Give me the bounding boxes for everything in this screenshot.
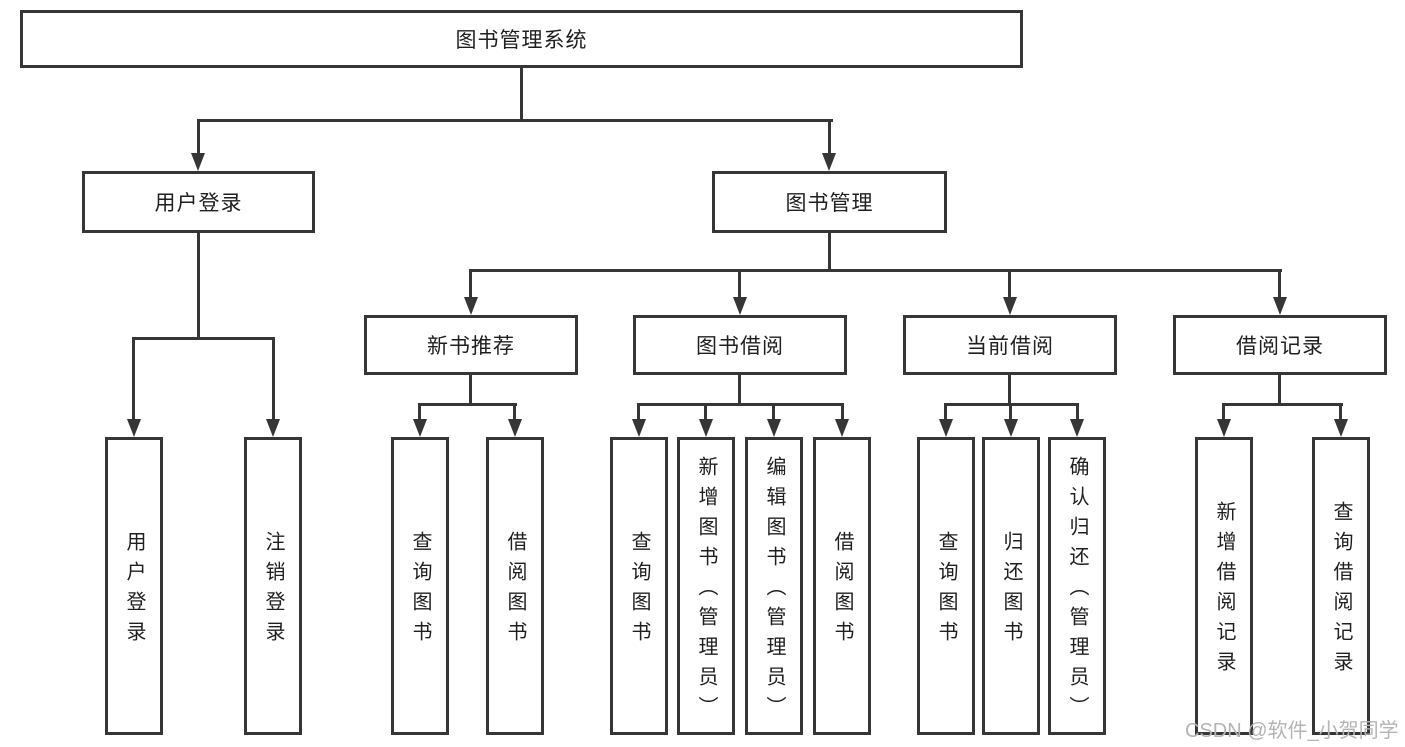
node-leaf-logout: 注销登录 [244, 437, 302, 735]
connector-hline [637, 403, 844, 406]
arrowhead-down-icon [835, 419, 849, 437]
arrowhead-down-icon [464, 297, 478, 315]
node-leaf-query-books-3-label: 查询图书 [935, 531, 957, 651]
arrowhead-down-icon [413, 419, 427, 437]
connector-vline [1278, 375, 1281, 406]
connector-hline [418, 403, 517, 406]
node-new-book-recommend: 新书推荐 [364, 315, 578, 375]
arrowhead-down-icon [1070, 419, 1084, 437]
connector-vline [469, 271, 472, 299]
connector-vline [1339, 405, 1342, 421]
node-leaf-query-borrow-record: 查询借阅记录 [1312, 437, 1370, 735]
connector-vline [520, 67, 523, 121]
arrowhead-down-icon [191, 153, 205, 171]
node-leaf-return-books: 归还图书 [982, 437, 1040, 735]
node-leaf-edit-books-admin: 编辑图书（管理员） [745, 437, 803, 735]
node-leaf-user-login-label: 用户登录 [123, 531, 145, 651]
node-leaf-user-login: 用户登录 [105, 437, 163, 735]
node-user-login: 用户登录 [82, 171, 315, 233]
node-user-login-label: 用户登录 [154, 192, 243, 215]
connector-vline [704, 405, 707, 421]
node-current-borrow-label: 当前借阅 [966, 335, 1054, 358]
connector-vline [132, 339, 135, 421]
node-leaf-confirm-return-admin-label: 确认归还（管理员） [1066, 456, 1088, 726]
arrowhead-down-icon [632, 419, 646, 437]
node-book-borrow: 图书借阅 [633, 315, 847, 375]
node-leaf-query-books-3: 查询图书 [917, 437, 975, 735]
node-leaf-add-books-admin-label: 新增图书（管理员） [695, 456, 717, 726]
node-book-management: 图书管理 [712, 171, 947, 233]
connector-vline [272, 339, 275, 421]
connector-vline [469, 375, 472, 406]
connector-vline [1008, 375, 1011, 406]
arrowhead-down-icon [767, 419, 781, 437]
node-leaf-add-borrow-record: 新增借阅记录 [1195, 437, 1253, 735]
connector-hline [1222, 403, 1343, 406]
connector-vline [1009, 405, 1012, 421]
arrowhead-down-icon [1273, 297, 1287, 315]
watermark: CSDN @软件_小贺同学 [1185, 720, 1399, 742]
node-leaf-add-books-admin: 新增图书（管理员） [677, 437, 735, 735]
node-book-borrow-label: 图书借阅 [696, 335, 784, 358]
node-new-book-recommend-label: 新书推荐 [427, 335, 515, 358]
connector-hline [197, 119, 833, 122]
node-leaf-logout-label: 注销登录 [262, 531, 284, 651]
connector-hline [132, 337, 275, 340]
arrowhead-down-icon [1217, 419, 1231, 437]
arrowhead-down-icon [939, 419, 953, 437]
connector-vline [418, 405, 421, 421]
connector-vline [828, 233, 831, 271]
connector-vline [738, 375, 741, 406]
connector-vline [841, 405, 844, 421]
node-leaf-borrow-books-2-label: 借阅图书 [831, 531, 853, 651]
arrowhead-down-icon [508, 419, 522, 437]
node-borrow-records-label: 借阅记录 [1236, 335, 1324, 358]
connector-vline [1076, 405, 1079, 421]
node-leaf-add-borrow-record-label: 新增借阅记录 [1213, 501, 1235, 681]
connector-vline [1222, 405, 1225, 421]
connector-vline [1278, 271, 1281, 299]
arrowhead-down-icon [1003, 297, 1017, 315]
node-leaf-borrow-books-2: 借阅图书 [813, 437, 871, 735]
connector-vline [1008, 271, 1011, 299]
connector-vline [772, 405, 775, 421]
arrowhead-down-icon [127, 419, 141, 437]
node-leaf-query-books-2: 查询图书 [610, 437, 668, 735]
connector-vline [513, 405, 516, 421]
node-leaf-query-books-2-label: 查询图书 [628, 531, 650, 651]
connector-vline [738, 271, 741, 299]
node-current-borrow: 当前借阅 [903, 315, 1117, 375]
node-leaf-query-books-1: 查询图书 [391, 437, 449, 735]
arrowhead-down-icon [1004, 419, 1018, 437]
node-leaf-return-books-label: 归还图书 [1000, 531, 1022, 651]
node-book-management-label: 图书管理 [785, 192, 874, 215]
node-leaf-query-borrow-record-label: 查询借阅记录 [1330, 501, 1352, 681]
connector-vline [197, 121, 200, 153]
node-root: 图书管理系统 [20, 10, 1023, 68]
arrowhead-down-icon [822, 153, 836, 171]
node-root-label: 图书管理系统 [455, 29, 588, 52]
node-leaf-edit-books-admin-label: 编辑图书（管理员） [763, 456, 785, 726]
connector-vline [944, 405, 947, 421]
connector-vline [637, 405, 640, 421]
arrowhead-down-icon [733, 297, 747, 315]
node-leaf-borrow-books-1: 借阅图书 [486, 437, 544, 735]
arrowhead-down-icon [699, 419, 713, 437]
arrowhead-down-icon [1334, 419, 1348, 437]
connector-vline [197, 233, 200, 339]
connector-hline [469, 269, 1282, 272]
node-leaf-borrow-books-1-label: 借阅图书 [504, 531, 526, 651]
arrowhead-down-icon [266, 419, 280, 437]
node-leaf-confirm-return-admin: 确认归还（管理员） [1048, 437, 1106, 735]
node-borrow-records: 借阅记录 [1173, 315, 1387, 375]
connector-hline [944, 403, 1079, 406]
node-leaf-query-books-1-label: 查询图书 [409, 531, 431, 651]
connector-vline [828, 121, 831, 153]
